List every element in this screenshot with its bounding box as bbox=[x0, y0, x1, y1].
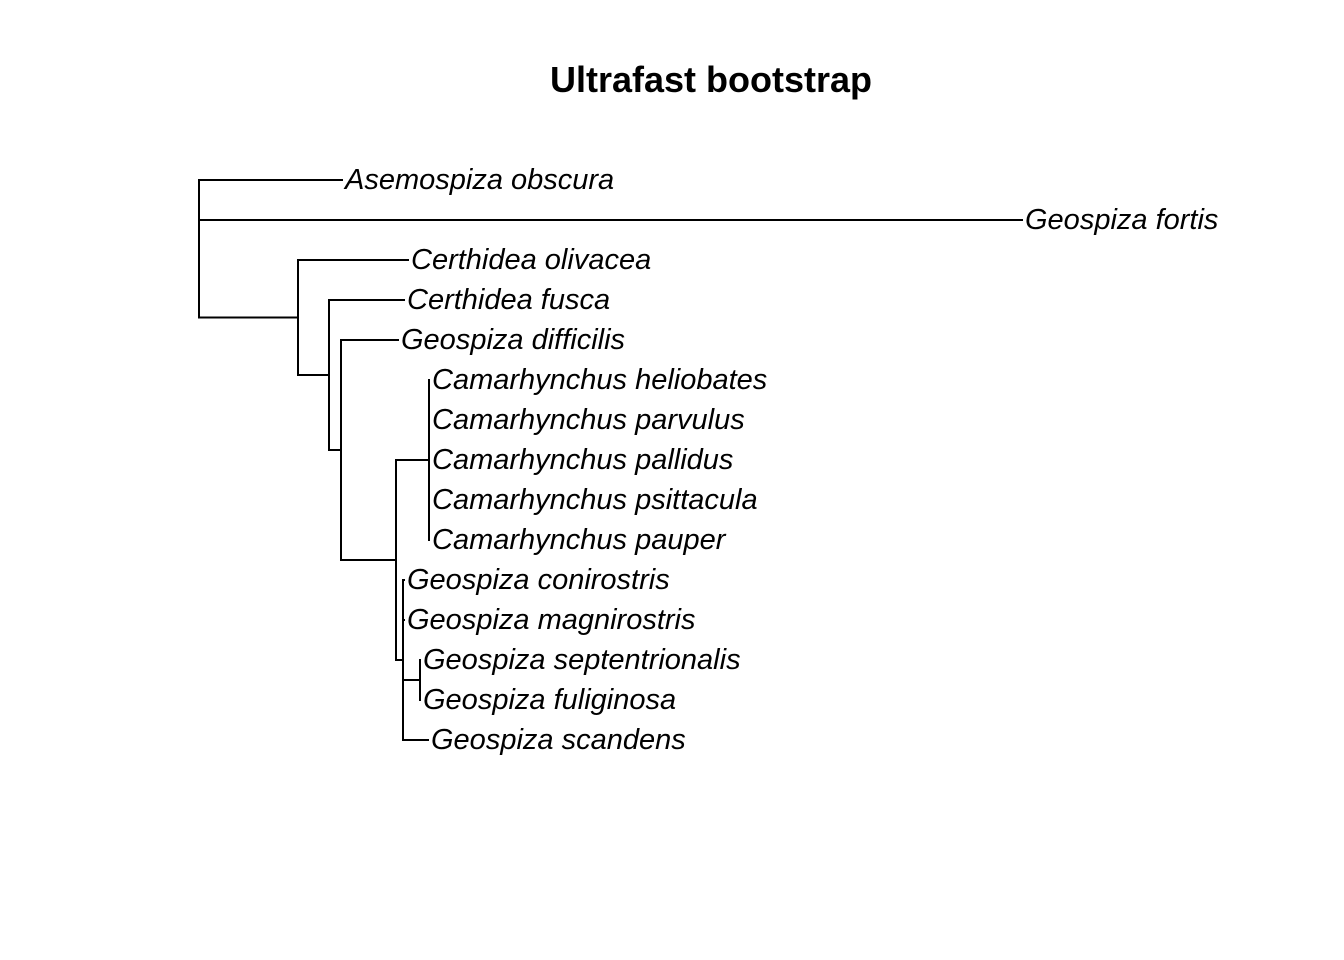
tip-label: Camarhynchus psittacula bbox=[432, 484, 758, 516]
tip-label: Geospiza fuliginosa bbox=[423, 684, 676, 716]
tree-branches bbox=[198, 179, 1023, 741]
tip-label: Camarhynchus parvulus bbox=[432, 404, 745, 436]
tip-label: Geospiza magnirostris bbox=[407, 604, 696, 636]
tip-label: Camarhynchus pauper bbox=[432, 524, 727, 556]
tip-label: Certhidea olivacea bbox=[411, 244, 651, 276]
tip-label: Geospiza scandens bbox=[431, 724, 686, 756]
tip-label: Geospiza difficilis bbox=[401, 324, 625, 356]
tip-label: Geospiza conirostris bbox=[407, 564, 670, 596]
tip-label: Geospiza fortis bbox=[1025, 204, 1218, 236]
tip-label: Asemospiza obscura bbox=[343, 164, 614, 196]
tip-label: Certhidea fusca bbox=[407, 284, 610, 316]
tip-label: Camarhynchus pallidus bbox=[432, 444, 733, 476]
tip-label: Camarhynchus heliobates bbox=[432, 364, 767, 396]
plot-title: Ultrafast bootstrap bbox=[550, 59, 872, 100]
tip-label: Geospiza septentrionalis bbox=[423, 644, 741, 676]
